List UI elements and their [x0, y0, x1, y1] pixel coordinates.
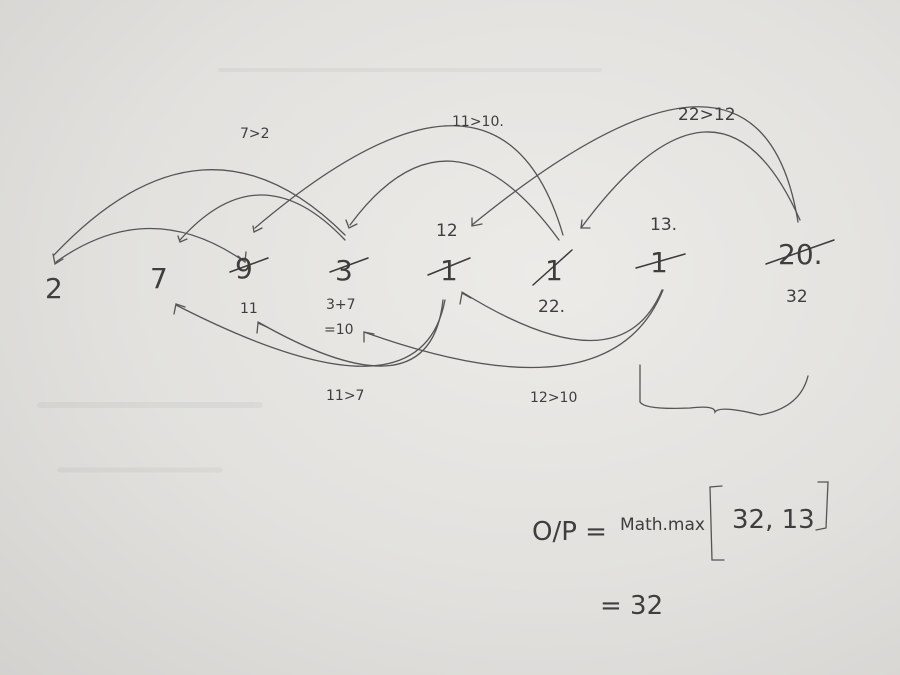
arrowhead-at-2	[52, 253, 64, 266]
array-value-5: 1	[545, 254, 563, 287]
array-value-3: 3	[335, 254, 353, 287]
arc-1-to-3	[349, 160, 560, 241]
arrowhead-at-7-lower	[173, 303, 186, 315]
array-value-0: 2	[45, 272, 63, 305]
arrowhead-at-9-lower	[256, 322, 268, 334]
arrowhead-at-3-lower	[363, 331, 375, 343]
bleed-through	[37, 68, 602, 473]
arc-1-to-9-lower	[257, 299, 444, 367]
array-value-7: 20.	[778, 238, 823, 271]
right-square-bracket	[815, 481, 829, 531]
comparison-12gt10: 12>10	[530, 390, 577, 406]
arc-2-to-9	[55, 227, 246, 263]
arrowhead-at-1a	[471, 217, 483, 227]
below-value-22: 22.	[538, 297, 565, 317]
comparison-11gt10: 11>10.	[452, 114, 504, 130]
output-args: 32, 13	[732, 505, 815, 535]
array-value-2: 9	[235, 252, 253, 285]
comparison-7gt2: 7>2	[240, 126, 270, 142]
strike-marks	[229, 239, 835, 286]
arrowhead-at-3	[345, 219, 358, 229]
array-value-4: 1	[440, 254, 458, 287]
output-label: O/P =	[532, 517, 607, 547]
below-value-eq10: =10	[324, 322, 354, 338]
arrowhead-at-9-top	[237, 251, 247, 264]
above-value-13: 13.	[650, 215, 677, 235]
array-value-6: 1	[650, 246, 668, 279]
comparison-11gt7: 11>7	[326, 388, 364, 404]
lower-arcs	[175, 289, 809, 416]
output-function: Math.max	[620, 515, 705, 535]
bracket	[639, 364, 809, 416]
arc-1-to-1-lower	[461, 289, 663, 342]
left-square-bracket	[709, 485, 725, 561]
array-value-1: 7	[150, 262, 168, 295]
arrowhead-at-1-lower	[459, 291, 472, 305]
below-value-11: 11	[240, 301, 258, 317]
upper-arcs	[53, 106, 801, 263]
comparison-22gt12: 22>12	[678, 105, 736, 125]
above-value-12: 12	[436, 221, 458, 241]
arc-1-to-7-lower	[175, 299, 446, 367]
below-value-32: 32	[786, 287, 808, 307]
arc-1-to-3-lower	[363, 289, 664, 369]
output-result: = 32	[600, 591, 663, 621]
arrowhead-at-9-mid	[252, 225, 263, 233]
arc-20-to-1	[471, 106, 799, 226]
below-value-3plus7: 3+7	[326, 297, 356, 313]
arc-1-to-9	[254, 125, 564, 236]
arc-3-to-2	[53, 169, 346, 256]
arrowhead-at-1b	[580, 219, 591, 229]
arrowheads	[52, 217, 591, 343]
arc-20-to-1b	[580, 131, 801, 229]
arc-3-to-7	[179, 194, 346, 241]
arrowhead-at-7	[177, 235, 188, 243]
